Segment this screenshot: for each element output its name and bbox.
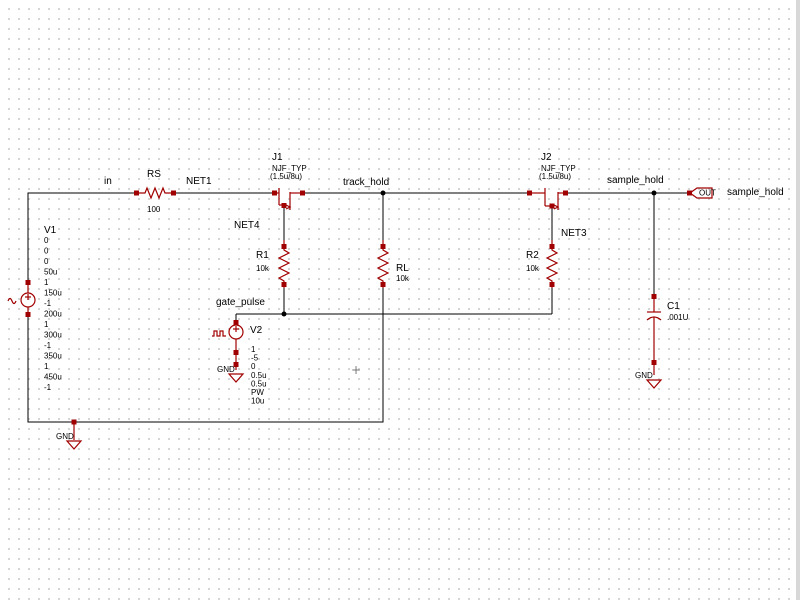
gnd-label-main: GND: [56, 432, 74, 441]
v1-param: 0: [44, 236, 49, 245]
jfet-j1[interactable]: [272, 188, 305, 210]
r1-value: 10k: [256, 264, 270, 273]
part-labels: RS 100 J1 NJF_TYP (1.5u/8u) J2 NJF_TYP (…: [44, 152, 689, 441]
v1-param: -1: [44, 299, 52, 308]
net-label-net1: NET1: [186, 176, 212, 187]
j1-ref: J1: [272, 152, 283, 163]
c1-value: .001U: [667, 313, 689, 322]
net-label-net3: NET3: [561, 228, 587, 239]
net-labels: in NET1 NET4 track_hold sample_hold NET3…: [104, 175, 784, 308]
j1-size: (1.5u/8u): [270, 172, 302, 181]
rs-value: 100: [147, 205, 161, 214]
v1-param: 150u: [44, 289, 62, 298]
junction-sample-hold: [651, 190, 657, 196]
port-net-label: sample_hold: [727, 187, 784, 198]
capacitor-c1[interactable]: [646, 294, 662, 375]
output-port[interactable]: OUT: [687, 187, 716, 199]
port-out-label: OUT: [699, 189, 716, 198]
source-v1[interactable]: [7, 280, 36, 317]
v1-param: -1: [44, 383, 52, 392]
v1-param: 1: [44, 362, 49, 371]
v1-param: 300u: [44, 331, 62, 340]
wire-rl-return: [27, 288, 384, 423]
gnd-label-c1: GND: [635, 371, 653, 380]
ground-symbol-v2: [227, 373, 245, 383]
ground-symbol-main: [65, 419, 83, 450]
j2-model: NJF_TYP: [541, 164, 576, 173]
v1-param: 200u: [44, 310, 62, 319]
ground-symbol-c1: [645, 379, 663, 389]
net-label-sample-hold: sample_hold: [607, 175, 664, 186]
gnd-label-v2: GND: [217, 365, 235, 374]
resistor-rl[interactable]: [376, 240, 390, 288]
net-label-net4: NET4: [234, 220, 260, 231]
v1-param: 350u: [44, 352, 62, 361]
v2-param: PW: [251, 388, 264, 397]
v1-param: 0: [44, 257, 49, 266]
resistor-rs[interactable]: [134, 186, 176, 200]
r2-ref: R2: [526, 250, 539, 261]
wires: [27, 192, 690, 423]
v2-param: 0: [251, 362, 256, 371]
r2-value: 10k: [526, 264, 540, 273]
net-label-gate-pulse: gate_pulse: [216, 297, 265, 308]
v1-param: -1: [44, 341, 52, 350]
resistor-r1[interactable]: [277, 240, 291, 288]
r1-ref: R1: [256, 250, 269, 261]
v2-param: 1: [251, 345, 256, 354]
crosshair-cursor: +: [351, 363, 361, 377]
net-label-track-hold: track_hold: [343, 177, 389, 188]
rl-value: 10k: [396, 274, 410, 283]
j1-model: NJF_TYP: [272, 164, 307, 173]
v1-param: 0: [44, 247, 49, 256]
j2-size: (1.5u/8u): [539, 172, 571, 181]
resistor-r2[interactable]: [545, 240, 559, 288]
v1-ref: V1: [44, 225, 57, 236]
v2-param: 0.5u: [251, 379, 267, 388]
v2-param: 10u: [251, 397, 264, 406]
c1-ref: C1: [667, 301, 680, 312]
v1-param: 50u: [44, 268, 57, 277]
v2-ref: V2: [250, 325, 263, 336]
rl-ref: RL: [396, 263, 409, 274]
junction-track-hold: [380, 190, 386, 196]
junctions: [281, 190, 657, 317]
v2-param: 0.5u: [251, 371, 267, 380]
junction-gate-pulse: [281, 311, 287, 317]
window-edge: [796, 0, 800, 600]
wire-in: [27, 192, 137, 280]
rs-ref: RS: [147, 169, 161, 180]
v1-param: 1: [44, 278, 49, 287]
v1-param: 1: [44, 320, 49, 329]
v2-param: -5: [251, 354, 259, 363]
j2-ref: J2: [541, 152, 552, 163]
jfet-j2[interactable]: [527, 188, 568, 210]
source-v2[interactable]: [212, 320, 244, 370]
v1-param: 450u: [44, 373, 62, 382]
net-label-in: in: [104, 176, 112, 187]
